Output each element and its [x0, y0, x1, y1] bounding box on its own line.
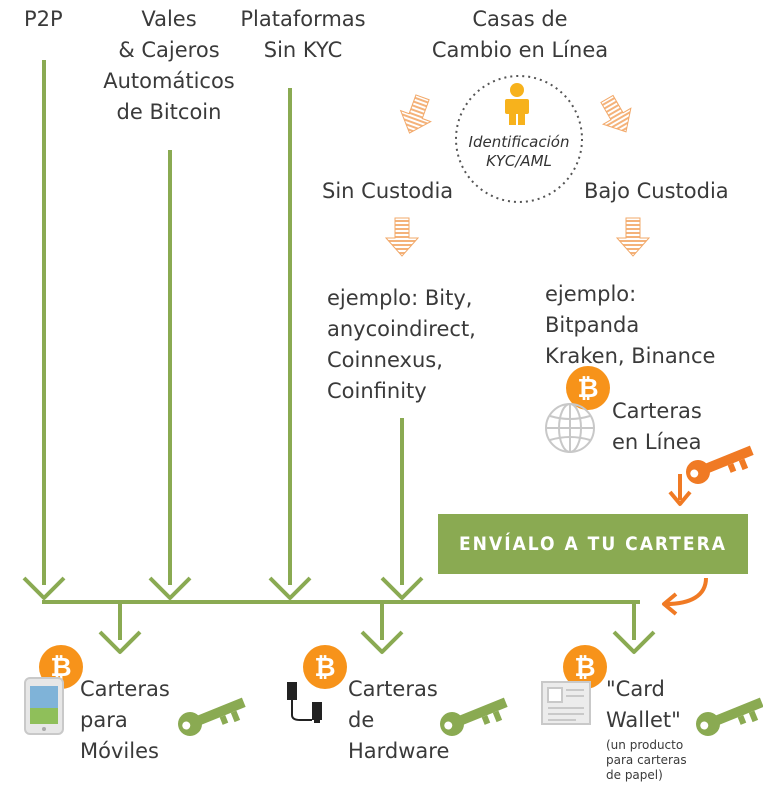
label-line: Carteras — [348, 677, 438, 701]
label-line: "Card — [606, 677, 665, 701]
label-mobile-wallets: Carteras para Móviles — [80, 674, 170, 767]
label-line: de — [348, 708, 375, 732]
label-line: Móviles — [80, 739, 159, 763]
label-line: Vales — [141, 7, 197, 31]
striped-arrow-left — [399, 94, 432, 134]
smartphone-icon — [24, 677, 64, 735]
label-line: para — [80, 708, 128, 732]
examples-sin: ejemplo: Bity, anycoindirect, Coinnexus,… — [327, 283, 476, 407]
bitcoin-icon: ₿ — [563, 645, 607, 689]
label-line: Wallet" — [606, 708, 681, 732]
note-line: para carteras — [606, 753, 687, 767]
label-p2p: P2P — [24, 7, 63, 31]
kyc-line: Identificación — [468, 133, 570, 151]
label-line: Sin KYC — [263, 38, 343, 62]
key-icon — [696, 697, 763, 736]
example-line: Bitpanda — [545, 313, 640, 337]
label-bajo-custodia: Bajo Custodia — [584, 179, 729, 203]
orange-down-arrow — [668, 474, 692, 506]
label-line: Cambio en Línea — [431, 38, 609, 62]
kyc-line: KYC/AML — [486, 152, 552, 170]
svg-text:₿: ₿ — [577, 374, 598, 404]
label-sin-custodia: Sin Custodia — [322, 179, 454, 203]
key-icon — [178, 697, 246, 736]
label-card-wallet: "Card Wallet" — [606, 674, 681, 736]
example-line: Coinnexus, — [327, 348, 443, 372]
paper-card-icon — [541, 681, 591, 725]
send-to-wallet-banner: ENVÍALO A TU CARTERA — [438, 514, 748, 574]
key-icon — [686, 445, 754, 484]
kyc-circle — [455, 75, 583, 203]
green-arrowheads — [22, 576, 656, 654]
label-line: Hardware — [348, 739, 450, 763]
label-line: & Cajeros — [118, 38, 220, 62]
label-line: Casas de — [472, 7, 568, 31]
svg-text:₿: ₿ — [50, 653, 71, 683]
note-line: de papel) — [606, 768, 663, 782]
svg-text:₿: ₿ — [574, 653, 595, 683]
label-line: Plataformas — [240, 7, 366, 31]
bitcoin-icon: ₿ — [303, 645, 347, 689]
label-line: Carteras — [612, 399, 702, 423]
example-line: Kraken, Binance — [545, 344, 716, 368]
card-wallet-note: (un producto para carteras de papel) — [606, 738, 687, 783]
label-hardware-wallets: Carteras de Hardware — [348, 674, 449, 767]
label-online-wallets: Carteras en Línea — [612, 396, 702, 458]
bitcoin-icon: ₿ — [566, 366, 610, 410]
green-flow-lines — [42, 60, 640, 640]
person-icon — [505, 83, 529, 125]
label-vales: Vales & Cajeros Automáticos de Bitcoin — [96, 4, 242, 128]
key-icon — [440, 697, 508, 736]
label-line: Carteras — [80, 677, 170, 701]
striped-arrow-bajo — [615, 217, 651, 257]
striped-arrow-right — [600, 94, 632, 133]
svg-text:₿: ₿ — [314, 653, 335, 683]
note-line: (un producto — [606, 738, 684, 752]
orange-curved-arrow — [662, 577, 708, 616]
label-plataformas: Plataformas Sin KYC — [230, 4, 376, 66]
label-line: de Bitcoin — [116, 100, 222, 124]
examples-bajo: ejemplo: Bitpanda Kraken, Binance — [545, 279, 715, 372]
striped-arrow-sin — [384, 217, 420, 257]
label-casas: Casas de Cambio en Línea — [420, 4, 620, 66]
hardware-wallet-icon — [287, 682, 322, 723]
label-line: Automáticos — [103, 69, 235, 93]
example-line: ejemplo: Bity, — [327, 286, 473, 310]
kyc-label: Identificación KYC/AML — [458, 133, 580, 171]
example-line: Coinfinity — [327, 379, 427, 403]
globe-icon — [545, 403, 595, 453]
example-line: anycoindirect, — [327, 317, 476, 341]
example-line: ejemplo: — [545, 282, 637, 306]
label-line: en Línea — [612, 430, 702, 454]
